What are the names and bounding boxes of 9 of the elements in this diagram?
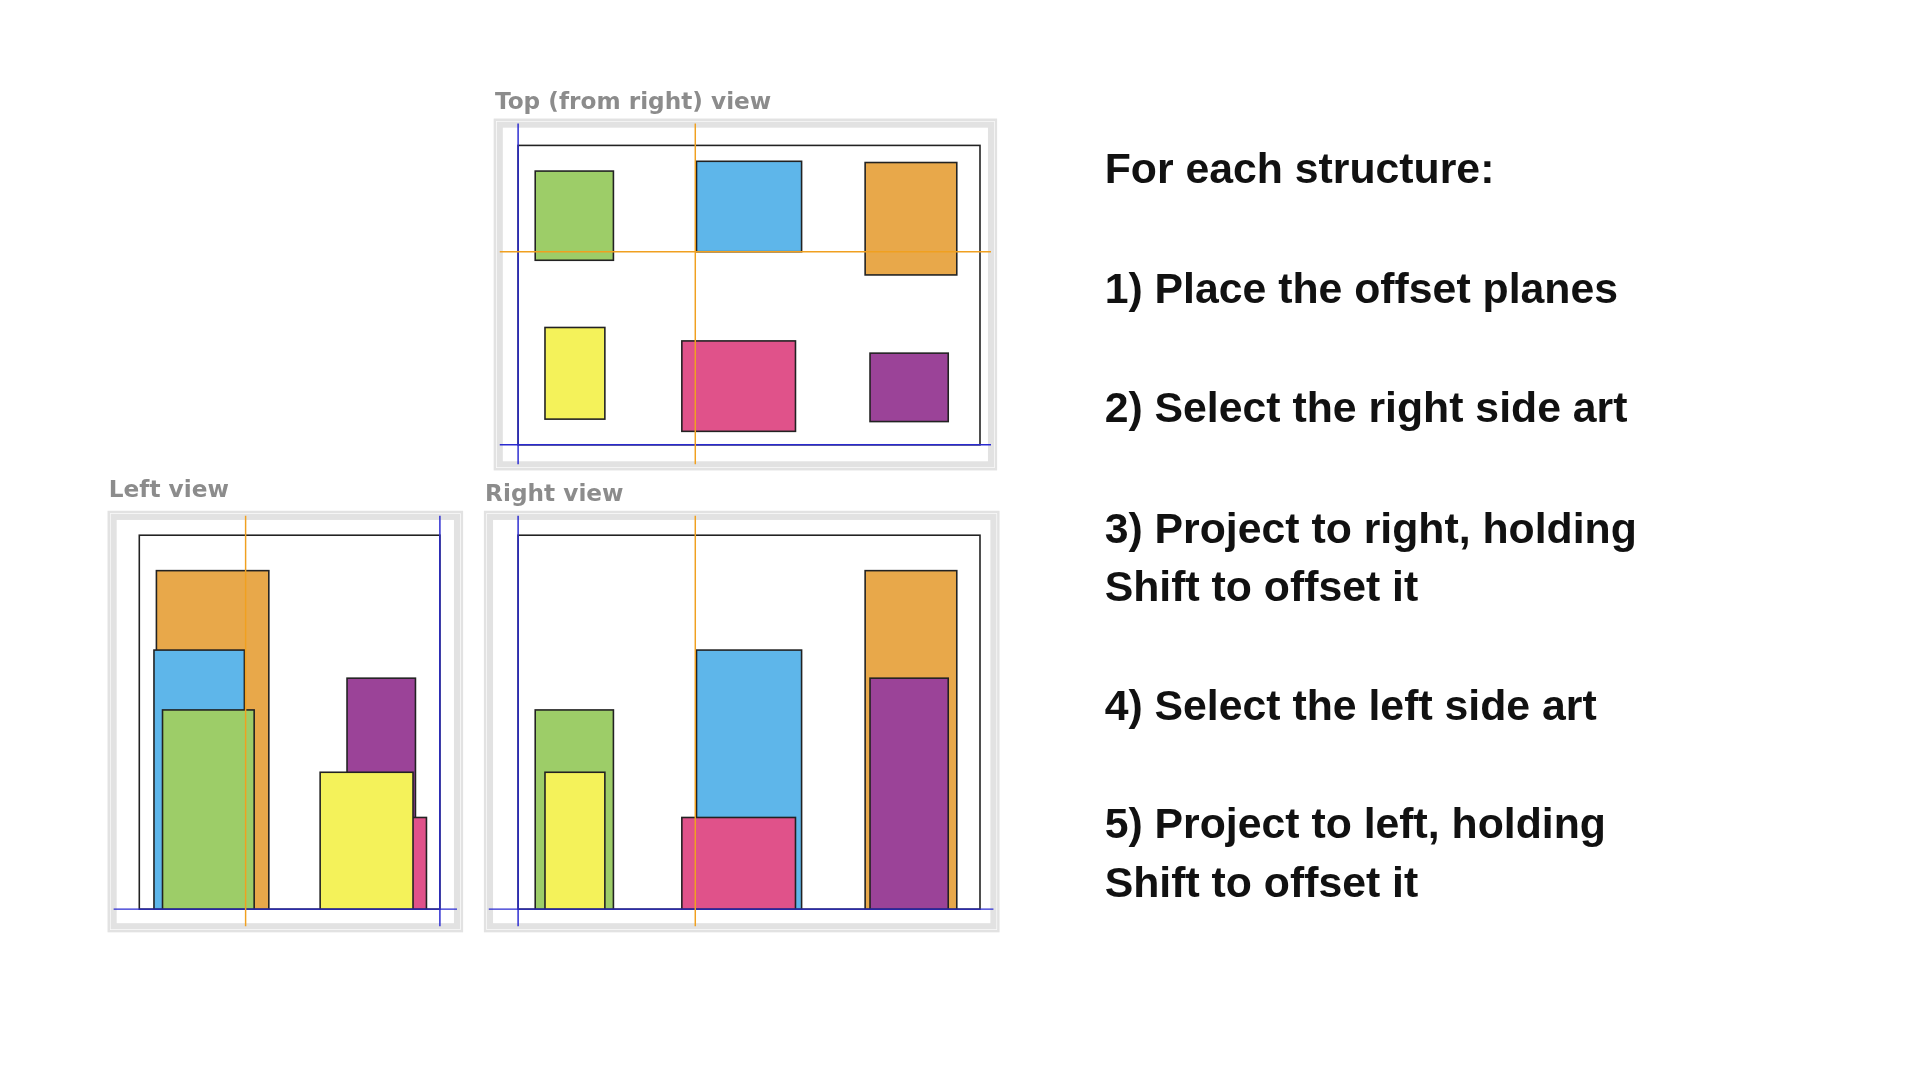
- instruction-step: 4) Select the left side art: [1104, 675, 1679, 735]
- instruction-step: 1) Place the offset planes: [1104, 259, 1679, 318]
- view-title: Right view: [485, 479, 624, 506]
- instruction-step: 5) Project to left, holding Shift to offset it: [1104, 794, 1679, 912]
- instruction-heading: For each structure:: [1104, 143, 1496, 194]
- view-title: Top (from right) view: [494, 86, 772, 114]
- instruction-step: 2) Select the right side art: [1104, 377, 1679, 437]
- instruction-step: 3) Project to right, holding Shift to offset it: [1104, 498, 1679, 616]
- view-title: Left view: [108, 475, 229, 503]
